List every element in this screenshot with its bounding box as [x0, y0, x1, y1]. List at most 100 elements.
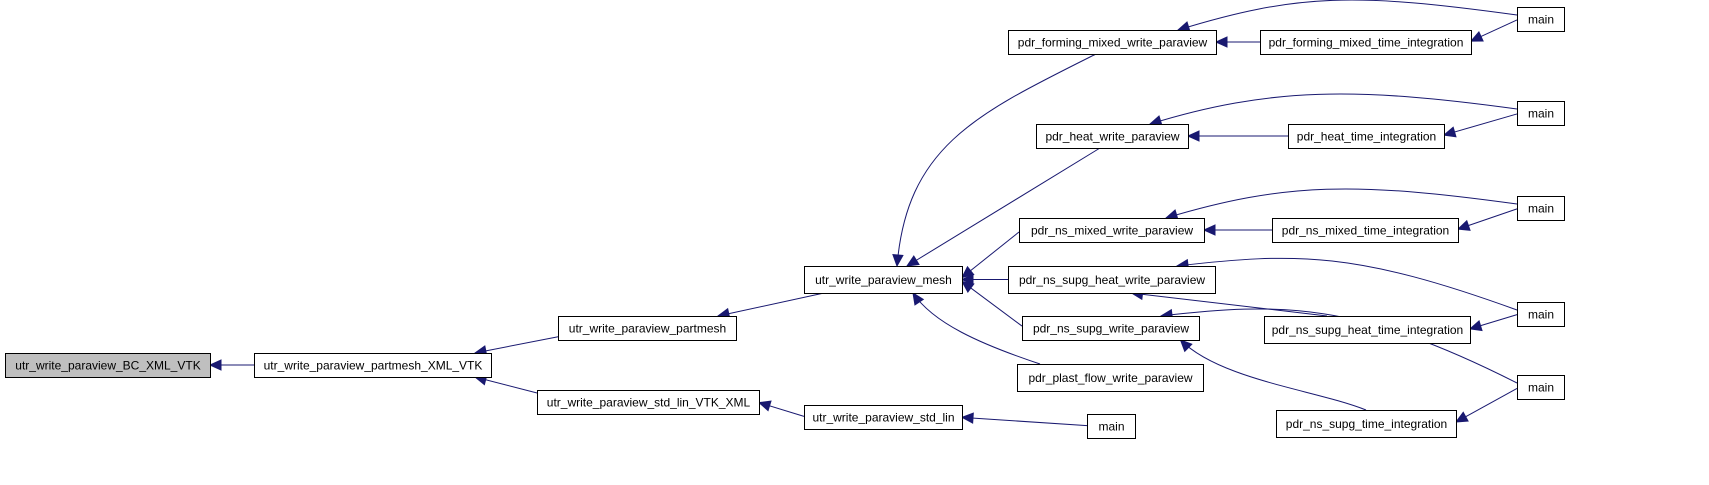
edge-std-to-std_xml [757, 400, 805, 417]
node-heat[interactable]: pdr_heat_write_paraview [1036, 124, 1189, 149]
node-std[interactable]: utr_write_paraview_std_lin [804, 405, 963, 430]
node-pm-xml[interactable]: utr_write_paraview_partmesh_XML_VTK [254, 353, 492, 378]
node-label: main [1528, 202, 1554, 216]
node-label: pdr_ns_mixed_write_paraview [1031, 224, 1193, 238]
node-box [1517, 7, 1565, 32]
arrowhead [1442, 126, 1457, 138]
node-main4[interactable]: main [1517, 302, 1565, 327]
arrowhead [1179, 339, 1193, 353]
node-nsmixed[interactable]: pdr_ns_mixed_write_paraview [1019, 218, 1205, 243]
node-label: pdr_ns_supg_heat_write_paraview [1019, 273, 1205, 287]
edge-line [1165, 188, 1518, 219]
node-main3[interactable]: main [1517, 196, 1565, 221]
nodes-layer: utr_write_paraview_BC_XML_VTK utr_write_p… [5, 7, 1565, 439]
node-main-std[interactable]: main [1087, 414, 1136, 439]
node-nsmixed-ti[interactable]: pdr_ns_mixed_time_integration [1272, 218, 1459, 243]
node-box [1272, 218, 1459, 243]
node-box [1517, 101, 1565, 126]
arrowhead [1456, 219, 1471, 231]
node-main1[interactable]: main [1517, 7, 1565, 32]
edge-line [1160, 308, 1518, 384]
edge-main1-to-forming [1176, 0, 1518, 33]
node-label: main [1528, 13, 1554, 27]
node-label: pdr_heat_write_paraview [1045, 130, 1179, 144]
node-nssupgheat-ti[interactable]: pdr_ns_supg_heat_time_integration [1264, 316, 1471, 344]
edge-plast-to-mesh [912, 291, 1041, 365]
node-box [1260, 30, 1472, 55]
arrowhead [1468, 320, 1483, 332]
edge-line [896, 53, 1097, 267]
node-box [1017, 364, 1204, 392]
node-label: pdr_forming_mixed_time_integration [1269, 36, 1464, 50]
node-box [1019, 218, 1205, 243]
edge-pm-to-pm_xml [473, 335, 563, 357]
edge-heat-to-mesh [905, 147, 1101, 267]
node-box [1022, 316, 1200, 341]
node-label: pdr_plast_flow_write_paraview [1028, 371, 1192, 385]
node-pm[interactable]: utr_write_paraview_partmesh [558, 316, 737, 341]
node-box [1008, 266, 1216, 294]
node-box [1276, 410, 1457, 438]
edge-forming-to-mesh [892, 53, 1097, 268]
node-bc[interactable]: utr_write_paraview_BC_XML_VTK [5, 353, 211, 378]
edge-line [906, 147, 1101, 267]
edge-line [1176, 257, 1518, 311]
node-plast[interactable]: pdr_plast_flow_write_paraview [1017, 364, 1204, 392]
arrowhead [892, 254, 904, 268]
node-label: utr_write_paraview_partmesh_XML_VTK [264, 359, 483, 373]
arrowhead [1469, 31, 1484, 42]
edge-nssupg-to-mesh [961, 280, 1023, 327]
edge-line [1149, 93, 1518, 125]
edge-line [1443, 113, 1518, 136]
node-mesh[interactable]: utr_write_paraview_mesh [804, 266, 963, 294]
edge-line [1455, 388, 1518, 423]
node-box [1517, 302, 1565, 327]
edge-main3-to-nsmixed_ti [1456, 208, 1518, 231]
arrowhead [961, 265, 975, 279]
node-box [1264, 316, 1471, 344]
node-label: pdr_forming_mixed_write_paraview [1018, 36, 1208, 50]
node-label: pdr_heat_time_integration [1297, 130, 1436, 144]
node-label: utr_write_paraview_std_lin_VTK_XML [547, 396, 751, 410]
edge-main2-to-heat_ti [1442, 113, 1518, 138]
edge-main2-to-heat [1148, 93, 1518, 127]
edge-main4-to-nssupgheat_ti [1468, 314, 1518, 332]
edge-nssupg_ti-to-nssupg [1179, 339, 1367, 411]
node-std-xml[interactable]: utr_write_paraview_std_lin_VTK_XML [537, 390, 760, 415]
edge-line [717, 292, 825, 317]
node-forming[interactable]: pdr_forming_mixed_write_paraview [1008, 30, 1217, 55]
node-label: pdr_ns_mixed_time_integration [1282, 224, 1449, 238]
edge-nssupgheat-to-mesh [960, 273, 1008, 286]
node-nssupgheat[interactable]: pdr_ns_supg_heat_write_paraview [1008, 266, 1216, 294]
node-label: main [1098, 420, 1124, 434]
node-label: pdr_ns_supg_time_integration [1286, 417, 1447, 431]
edge-line [1177, 0, 1518, 31]
node-heat-ti[interactable]: pdr_heat_time_integration [1288, 124, 1445, 149]
node-box [804, 266, 963, 294]
node-box [5, 353, 211, 378]
node-nssupg[interactable]: pdr_ns_supg_write_paraview [1022, 316, 1200, 341]
node-main5[interactable]: main [1517, 375, 1565, 400]
arrowhead [960, 412, 974, 424]
edge-line [961, 231, 1020, 278]
arrowhead [1202, 224, 1216, 236]
node-label: utr_write_paraview_std_lin [812, 411, 954, 425]
edge-line [961, 416, 1088, 427]
edge-pm_xml-to-bc [208, 359, 254, 371]
arrowhead [960, 273, 974, 286]
arrowhead [905, 255, 920, 267]
arrowhead [1454, 411, 1469, 423]
node-box [1036, 124, 1189, 149]
node-box [254, 353, 492, 378]
node-forming-ti[interactable]: pdr_forming_mixed_time_integration [1260, 30, 1472, 55]
node-main2[interactable]: main [1517, 101, 1565, 126]
node-label: utr_write_paraview_BC_XML_VTK [15, 359, 200, 373]
edge-nsmixed_ti-to-nsmixed [1202, 224, 1272, 236]
edge-line [912, 292, 1041, 365]
node-label: utr_write_paraview_partmesh [569, 322, 726, 336]
node-box [537, 390, 760, 415]
arrowhead [757, 400, 772, 412]
edge-forming_ti-to-forming [1214, 36, 1260, 48]
node-nssupg-ti[interactable]: pdr_ns_supg_time_integration [1276, 410, 1457, 438]
